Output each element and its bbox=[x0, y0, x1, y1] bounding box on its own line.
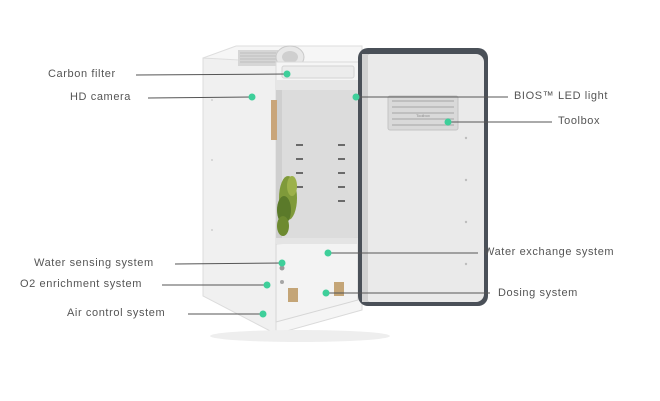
grow-chamber-ceiling bbox=[276, 80, 360, 90]
reservoir-top-edge bbox=[276, 238, 358, 244]
callout-line-water-sensing bbox=[174, 262, 283, 265]
label-water-sensing: Water sensing system bbox=[34, 257, 154, 269]
toolbox-panel-brand: Toolbox bbox=[416, 113, 430, 118]
sensor-port bbox=[279, 265, 285, 271]
label-led-light: BIOS™ LED light bbox=[514, 90, 608, 102]
side-panel-rivets bbox=[211, 99, 213, 231]
dot-water-exchange bbox=[324, 249, 332, 257]
label-water-exchange: Water exchange system bbox=[484, 246, 615, 258]
grow-chamber-back bbox=[282, 90, 358, 242]
label-dosing: Dosing system bbox=[498, 287, 578, 299]
rail-pegs-left bbox=[296, 144, 303, 188]
label-toolbox: Toolbox bbox=[558, 115, 601, 127]
side-handle-top bbox=[271, 100, 277, 140]
label-hd-camera: HD camera bbox=[70, 91, 132, 103]
label-air-control: Air control system bbox=[67, 307, 166, 319]
door-rail-holes bbox=[464, 136, 468, 266]
callout-lines bbox=[135, 73, 552, 315]
label-o2-enrichment: O2 enrichment system bbox=[20, 278, 143, 290]
plant bbox=[277, 176, 297, 236]
dot-carbon-filter bbox=[283, 70, 291, 78]
floor-shadow bbox=[210, 330, 390, 342]
rail-pegs-right bbox=[338, 144, 345, 202]
callout-line-carbon-filter bbox=[135, 73, 288, 76]
reservoir-handle-left bbox=[288, 288, 298, 302]
reservoir-handle-right bbox=[334, 282, 344, 296]
dot-air-control bbox=[259, 310, 267, 318]
dot-led-light bbox=[352, 93, 360, 101]
dot-dosing bbox=[322, 289, 330, 297]
toolbox-grid bbox=[392, 100, 454, 126]
upper-control-strip bbox=[281, 65, 355, 79]
o2-port bbox=[280, 280, 284, 284]
callout-dots bbox=[248, 70, 452, 318]
dot-toolbox bbox=[444, 118, 452, 126]
dot-hd-camera bbox=[248, 93, 256, 101]
cabinet-left-side bbox=[202, 57, 277, 335]
carbon-filter-fan-inner bbox=[282, 51, 298, 63]
door-hinge-strip bbox=[362, 54, 368, 302]
label-carbon-filter: Carbon filter bbox=[48, 68, 116, 80]
dot-o2 bbox=[263, 281, 271, 289]
top-vent-slots bbox=[240, 52, 276, 63]
callout-line-hd-camera bbox=[147, 96, 253, 99]
dot-water-sensing bbox=[278, 259, 286, 267]
top-vent bbox=[238, 50, 278, 66]
